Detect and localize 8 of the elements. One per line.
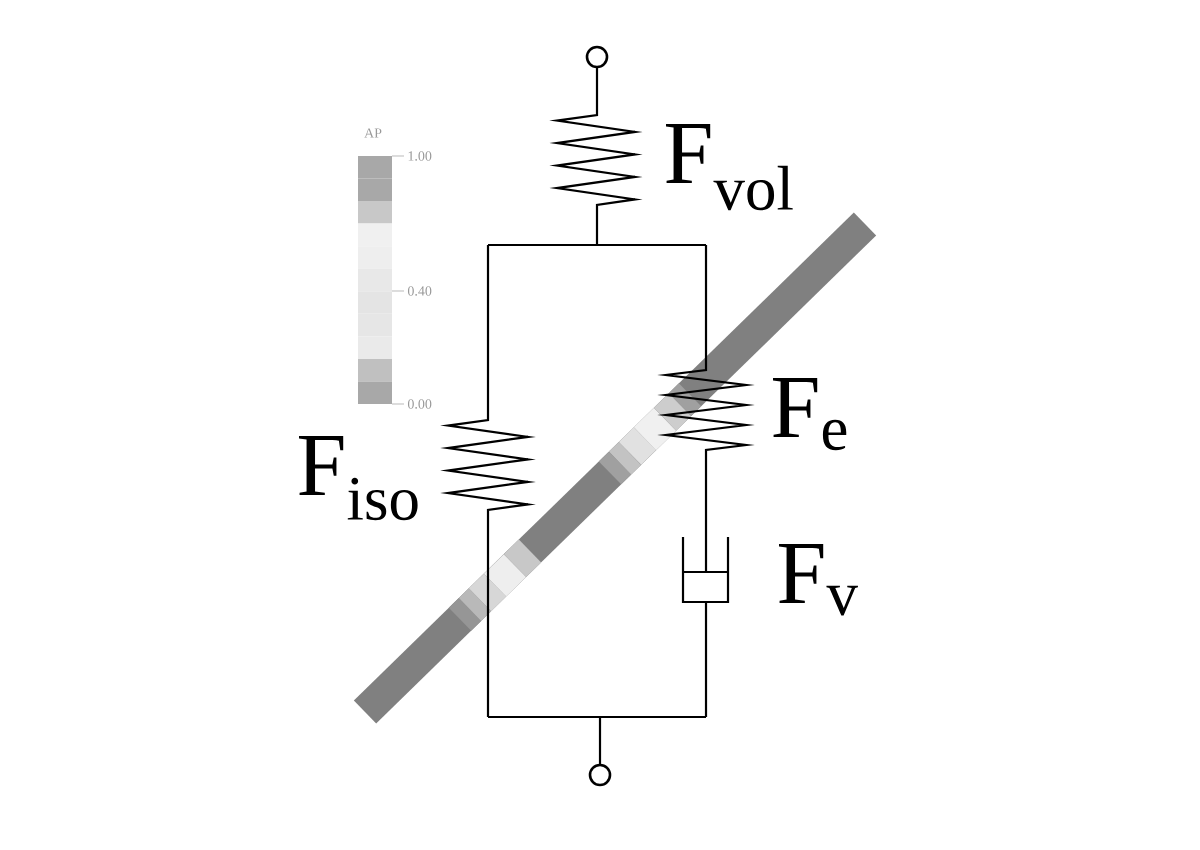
force-label: F$_{vol}$	[666, 124, 793, 211]
tick-label: 0.00	[407, 399, 432, 409]
force-label: F$_{v}$	[779, 544, 858, 616]
force-label: F$_{iso}$	[299, 436, 418, 521]
force-label: F$_{e}$	[773, 378, 847, 451]
scale-title: AP	[364, 128, 382, 138]
tick-label: 1.00	[408, 151, 432, 161]
tick-label: 0.40	[407, 286, 432, 296]
